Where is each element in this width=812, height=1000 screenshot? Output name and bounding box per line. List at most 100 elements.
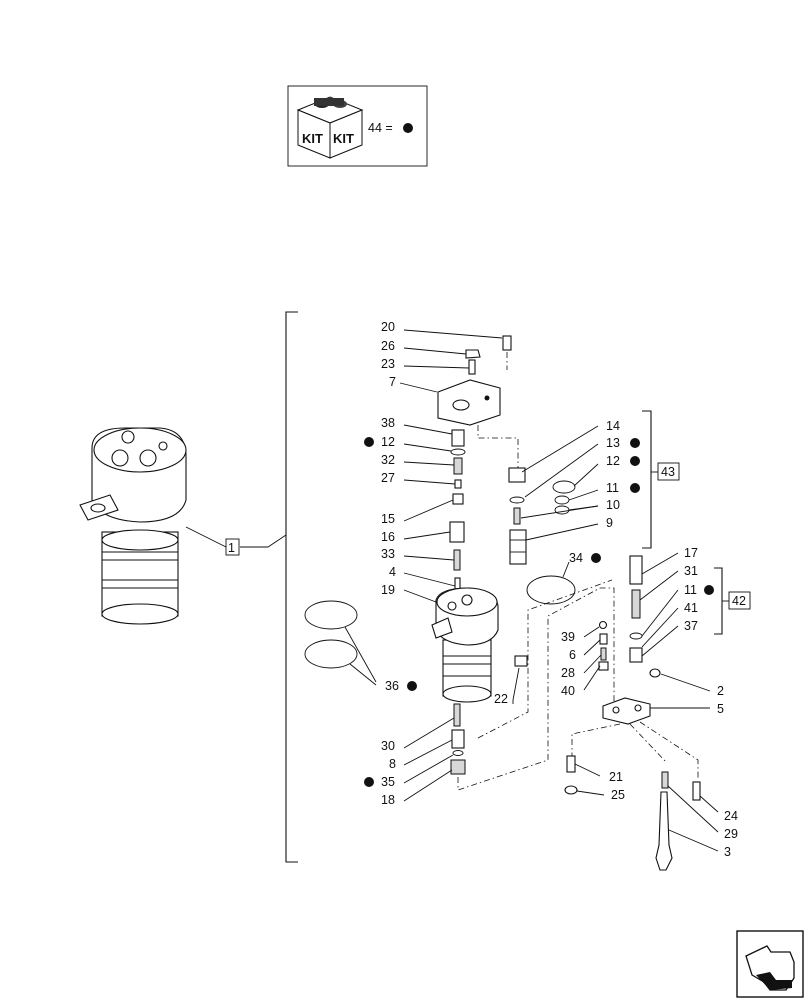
kit-43-bracket xyxy=(642,410,652,549)
part-11-right xyxy=(629,632,643,640)
callout-3: 3 xyxy=(724,845,731,859)
part-21 xyxy=(566,755,576,773)
black-dot-icon xyxy=(403,123,413,133)
callout-28: 28 xyxy=(561,666,575,680)
callout-33: 33 xyxy=(381,547,395,561)
kit-dot-12-right xyxy=(630,456,640,466)
part-39 xyxy=(598,620,608,630)
callout-8: 8 xyxy=(389,757,396,771)
part-24 xyxy=(692,781,701,801)
part-9 xyxy=(509,529,527,565)
callout-11-right: 11 xyxy=(684,583,697,597)
o-ring-36-upper xyxy=(304,600,358,630)
kit-dot-11-right xyxy=(704,585,714,595)
callout-27: 27 xyxy=(381,471,395,485)
callout-32: 32 xyxy=(381,453,395,467)
callout-39: 39 xyxy=(561,630,575,644)
kit-equation: 44 = xyxy=(368,121,393,135)
part-10 xyxy=(513,507,521,525)
kit-legend-frame xyxy=(287,85,428,167)
callout-23: 23 xyxy=(381,357,395,371)
kit-42-bracket xyxy=(714,567,723,635)
callout-5: 5 xyxy=(717,702,724,716)
callout-37: 37 xyxy=(684,619,698,633)
part-37 xyxy=(629,647,643,663)
part-30 xyxy=(453,703,461,727)
callout-38: 38 xyxy=(381,416,395,430)
part-32 xyxy=(453,457,463,475)
callout-13: 13 xyxy=(606,436,620,450)
callout-9: 9 xyxy=(606,516,613,530)
callout-15: 15 xyxy=(381,512,395,526)
callout-2: 2 xyxy=(717,684,724,698)
callout-4: 4 xyxy=(389,565,396,579)
part-6 xyxy=(599,633,608,645)
kit-42-ref: 42 xyxy=(732,594,746,608)
kit-42-box xyxy=(728,591,751,610)
callout-10: 10 xyxy=(606,498,620,512)
kit-43-ref: 43 xyxy=(661,465,675,479)
kit-right-label: KIT xyxy=(333,131,354,146)
part-7 xyxy=(437,379,501,426)
part-12-right xyxy=(552,480,576,494)
part-14 xyxy=(508,467,526,483)
part-19 xyxy=(431,587,499,703)
part-3 xyxy=(655,791,673,871)
callout-26: 26 xyxy=(381,339,395,353)
callout-30: 30 xyxy=(381,739,395,753)
part-23 xyxy=(468,359,476,375)
part-15 xyxy=(452,493,464,505)
part-29 xyxy=(661,771,669,789)
callout-41: 41 xyxy=(684,601,698,615)
kit-box-icon: KIT KIT xyxy=(296,96,364,159)
callout-20: 20 xyxy=(381,320,395,334)
part-18 xyxy=(450,759,466,775)
part-35 xyxy=(452,750,464,756)
next-page-arrow-icon[interactable] xyxy=(736,930,804,998)
callout-22: 22 xyxy=(494,692,508,706)
kit-43-box xyxy=(657,462,680,481)
callout-16: 16 xyxy=(381,530,395,544)
part-13 xyxy=(509,496,525,504)
part-22 xyxy=(514,655,528,667)
callout-34: 34 xyxy=(569,551,583,565)
o-ring-34 xyxy=(526,575,576,605)
callout-18: 18 xyxy=(381,793,395,807)
part-17 xyxy=(629,555,643,585)
callout-7: 7 xyxy=(389,375,396,389)
part-11-upper xyxy=(554,495,570,505)
part-27 xyxy=(454,479,462,489)
part-40 xyxy=(598,661,609,671)
kit-dot-34 xyxy=(591,553,601,563)
assembly-bracket xyxy=(285,311,298,863)
part-5 xyxy=(602,697,651,725)
part-2 xyxy=(649,668,661,678)
part-20 xyxy=(502,335,512,351)
part-12-left xyxy=(450,448,466,456)
callout-36: 36 xyxy=(385,679,399,693)
kit-dot-11-upper xyxy=(630,483,640,493)
callout-14: 14 xyxy=(606,419,620,433)
callout-12-left: 12 xyxy=(381,435,395,449)
o-ring-36-lower xyxy=(304,639,358,669)
part-16 xyxy=(449,521,465,543)
callout-6: 6 xyxy=(569,648,576,662)
kit-left-label: KIT xyxy=(302,131,323,146)
callout-40: 40 xyxy=(561,684,575,698)
assembly-bracket-leader xyxy=(240,534,287,548)
part-28 xyxy=(600,647,607,661)
part-31 xyxy=(631,589,641,619)
callout-19: 19 xyxy=(381,583,395,597)
callout-24: 24 xyxy=(724,809,738,823)
assembly-ref: 1 xyxy=(228,541,235,555)
part-38 xyxy=(451,429,465,447)
callout-11-upper: 11 xyxy=(606,481,619,495)
kit-dot-36 xyxy=(407,681,417,691)
part-25 xyxy=(564,785,578,795)
part-26 xyxy=(465,349,481,359)
callout-21: 21 xyxy=(609,770,623,784)
assembly-leader xyxy=(185,526,227,548)
kit-dot-35 xyxy=(364,777,374,787)
callout-35: 35 xyxy=(381,775,395,789)
callout-29: 29 xyxy=(724,827,738,841)
